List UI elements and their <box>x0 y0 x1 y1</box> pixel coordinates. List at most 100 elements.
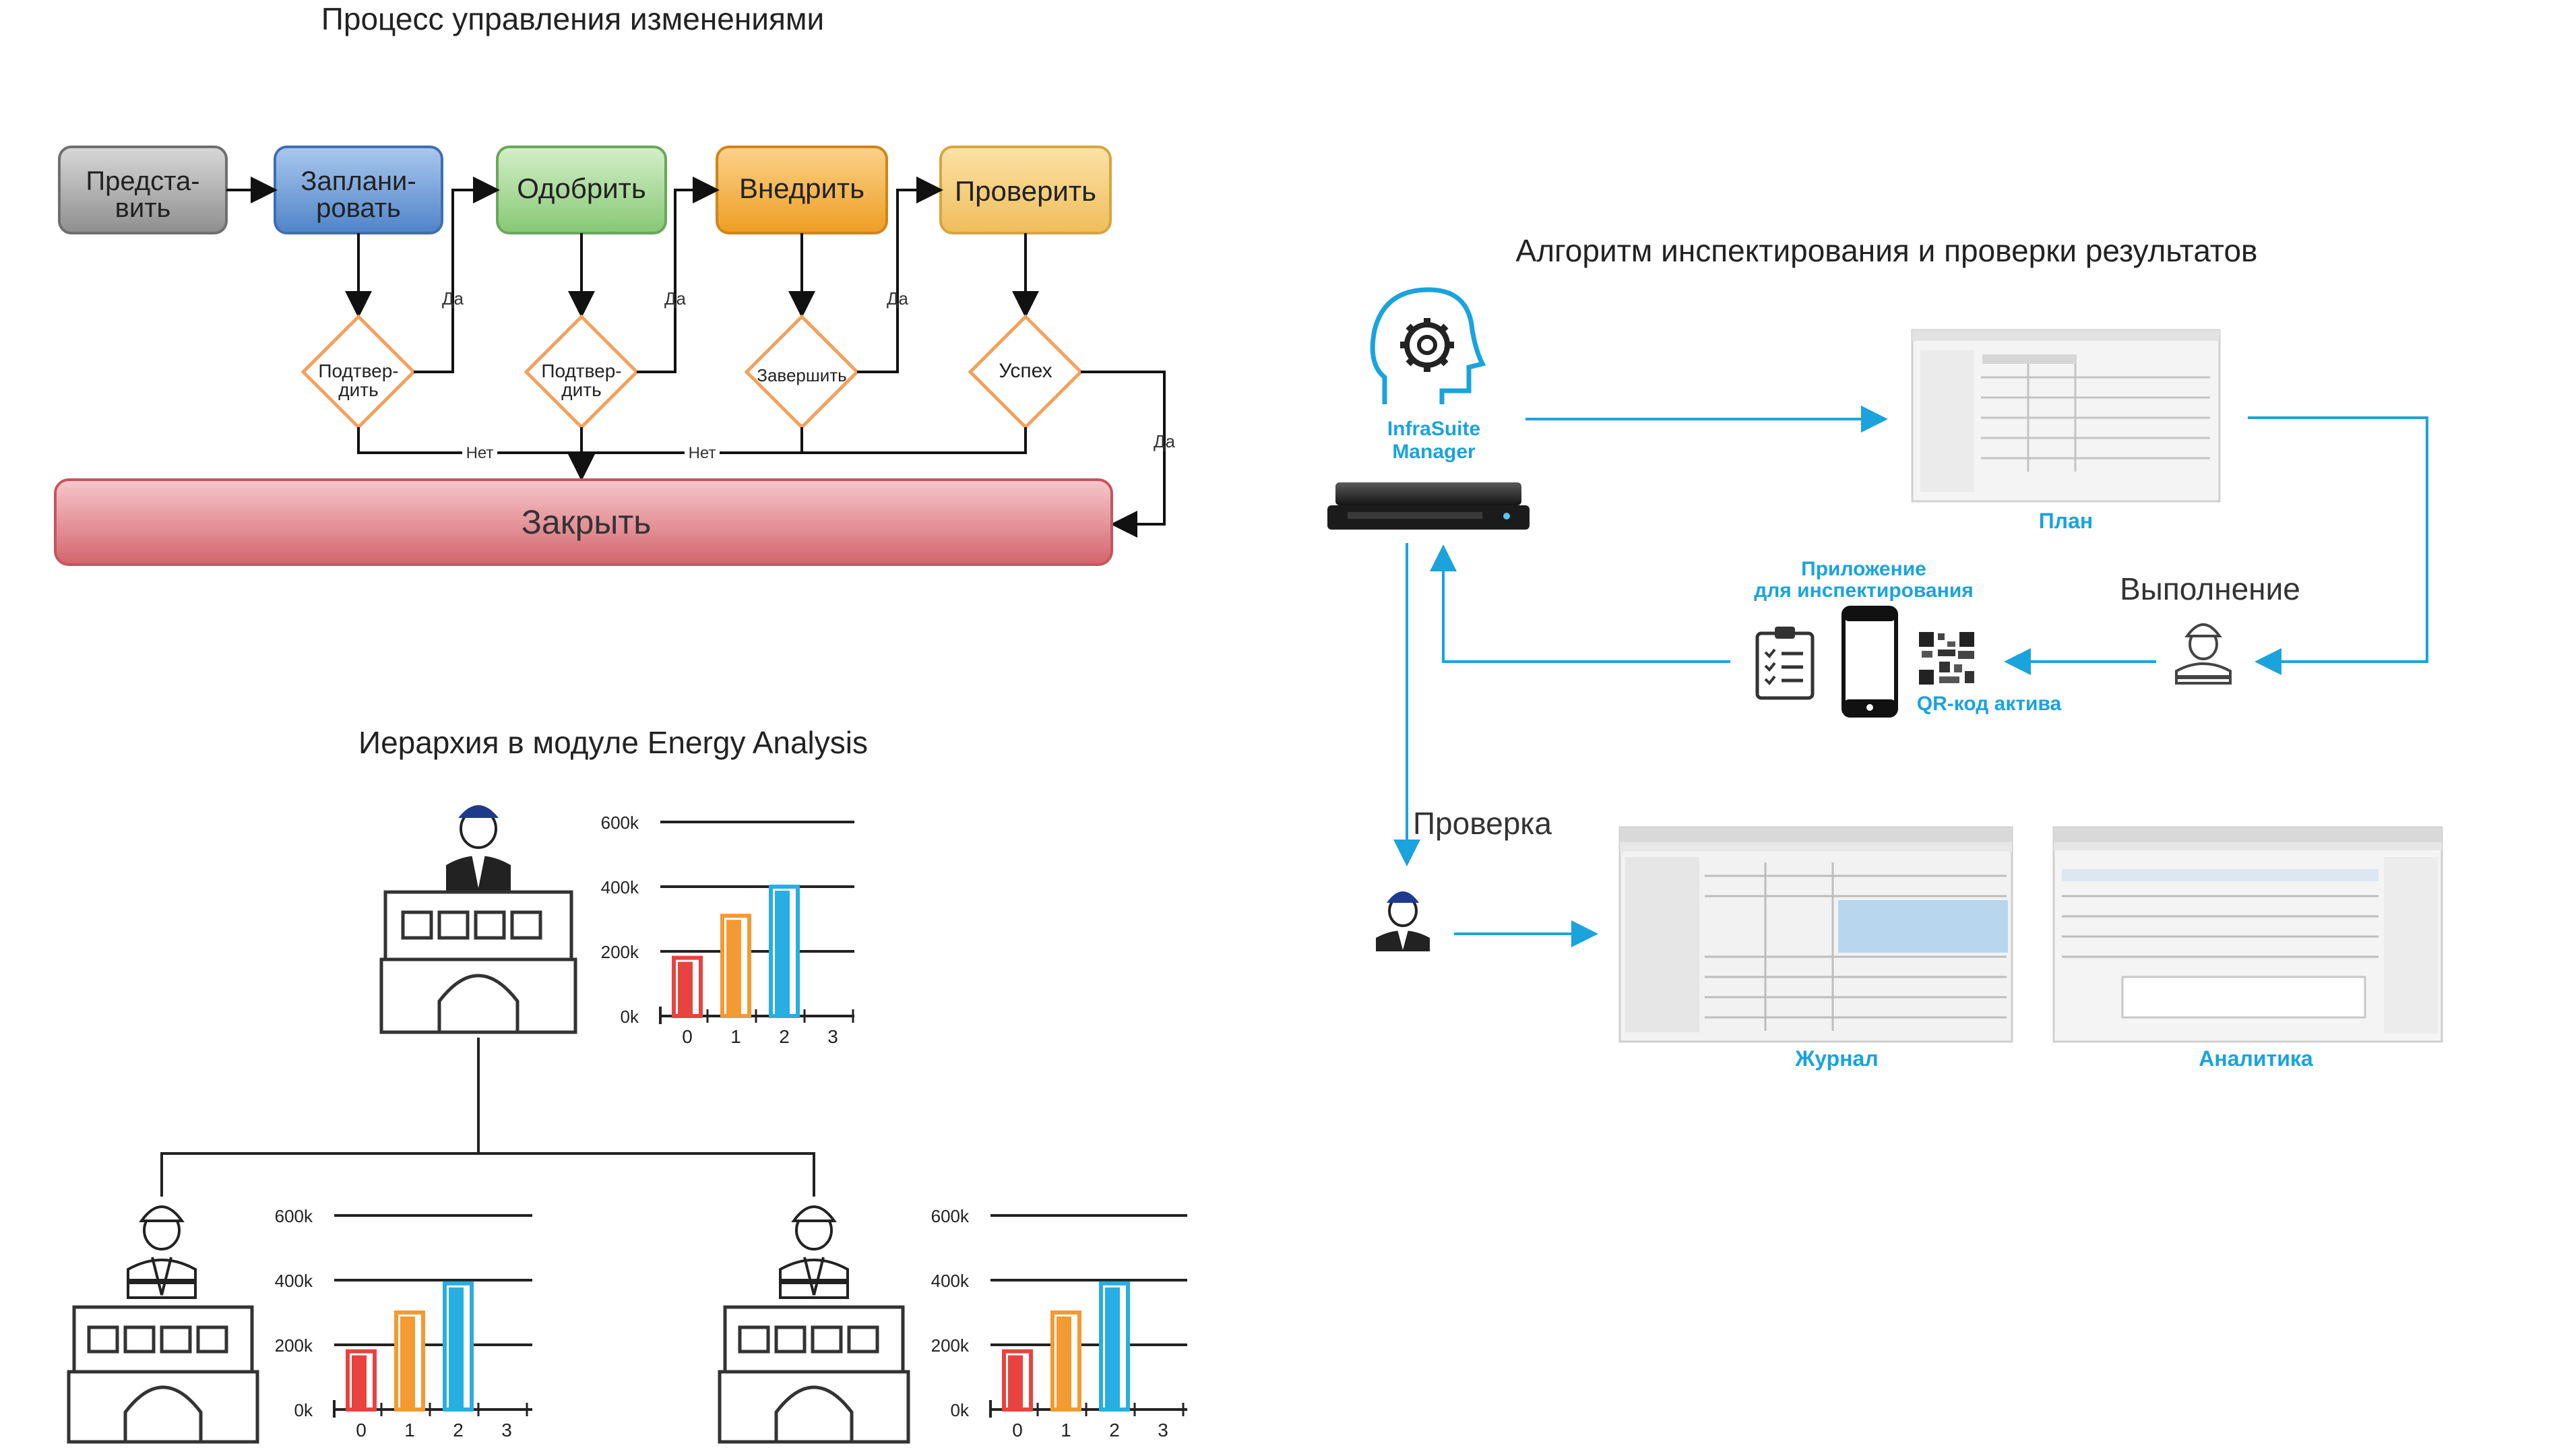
worker-icon <box>127 1205 197 1299</box>
step-implement-label: Внедрить <box>739 172 864 204</box>
head-gear-icon <box>1370 287 1486 404</box>
manager-label-2: Manager <box>1392 441 1476 463</box>
worker-icon <box>2175 623 2232 685</box>
bar-fill-0 <box>1008 1355 1023 1410</box>
manager-icon <box>446 805 511 891</box>
close-bar: Закрыть <box>54 478 1113 566</box>
decision-confirm-1-label-1: Подтвер- <box>318 360 398 381</box>
decision-success: Успех <box>968 314 1083 430</box>
decision-confirm-1-label-2: дить <box>338 379 378 400</box>
yes-arrow <box>637 177 720 373</box>
x-tick-label: 2 <box>453 1420 464 1441</box>
close-label: Закрыть <box>522 503 652 541</box>
y-tick-label: 0k <box>621 1007 639 1027</box>
decision-complete: Завершить <box>744 314 860 430</box>
building-icon-top <box>379 805 577 1034</box>
y-tick-label: 600k <box>931 1206 970 1226</box>
yes-label: Да <box>887 288 909 309</box>
y-tick-label: 0k <box>951 1400 970 1420</box>
y-tick-label: 400k <box>275 1271 313 1291</box>
bar-fill-2 <box>449 1287 464 1410</box>
decision-complete-label: Завершить <box>757 365 846 385</box>
yes-arrow <box>857 177 943 373</box>
bar-chart-top: 0k 200k 400k 600k 0 1 2 3 <box>601 813 854 1047</box>
app-label-1: Приложение <box>1801 558 1926 580</box>
checklist-icon <box>1755 627 1815 700</box>
bar-fill-2 <box>775 891 790 1016</box>
bar-fill-0 <box>352 1355 367 1410</box>
yes-label: Да <box>442 288 464 309</box>
no-label: Нет <box>689 444 716 462</box>
step-verify: Проверить <box>939 146 1112 234</box>
step-submit-label-1: Предста- <box>86 166 199 196</box>
step-verify-label: Проверить <box>955 175 1096 207</box>
journal-screenshot <box>1618 826 2013 1043</box>
x-tick-label: 2 <box>779 1026 790 1047</box>
plan-label: План <box>2039 509 2093 533</box>
decision-confirm-2-label-1: Подтвер- <box>541 360 621 381</box>
change-process-title: Процесс управления изменениями <box>321 1 824 36</box>
yes-label: Да <box>1154 431 1176 451</box>
flow-arrow <box>1430 544 1730 663</box>
decision-confirm-2: Подтвер- дить <box>524 314 639 430</box>
x-tick-label: 1 <box>1061 1420 1071 1441</box>
inspection-title: Алгоритм инспектирования и проверки резу… <box>1516 233 2258 268</box>
analytics-screenshot <box>2052 826 2443 1043</box>
verification-label: Проверка <box>1413 806 1552 841</box>
building-icon-right <box>718 1205 910 1444</box>
execution-label: Выполнение <box>2120 571 2300 606</box>
plan-screenshot <box>1911 329 2221 503</box>
x-tick-label: 0 <box>682 1026 693 1047</box>
x-tick-label: 1 <box>404 1420 415 1441</box>
manager-label-1: InfraSuite <box>1387 418 1480 440</box>
y-tick-label: 200k <box>601 942 639 962</box>
x-tick-label: 3 <box>1158 1420 1168 1441</box>
flow-arrow <box>2248 416 2428 675</box>
no-line <box>800 427 1027 454</box>
bar-fill-2 <box>1105 1287 1120 1410</box>
worker-icon <box>779 1205 849 1299</box>
y-tick-label: 0k <box>294 1400 313 1420</box>
step-implement: Внедрить <box>716 146 888 234</box>
x-tick-label: 2 <box>1109 1420 1120 1441</box>
y-tick-label: 400k <box>601 877 639 897</box>
y-tick-label: 600k <box>601 813 639 833</box>
decision-confirm-2-label-2: дить <box>561 379 601 400</box>
energy-title: Иерархия в модуле Energy Analysis <box>358 725 868 760</box>
x-tick-label: 1 <box>730 1026 741 1047</box>
step-approve: Одобрить <box>496 146 667 234</box>
yes-arrow <box>1081 371 1166 538</box>
energy-section: Иерархия в модуле Energy Analysis <box>67 725 1187 1444</box>
phone-icon <box>1841 606 1898 718</box>
manager-icon <box>1376 891 1430 951</box>
step-plan-label-1: Заплани- <box>301 166 416 196</box>
bar-fill-0 <box>678 961 693 1016</box>
analytics-label: Аналитика <box>2199 1046 2313 1071</box>
change-process-section: Процесс управления изменениями Предста- … <box>54 1 1176 566</box>
bar-fill-1 <box>400 1317 415 1410</box>
bar-chart-right: 0k 200k 400k 600k 0 1 2 3 <box>931 1206 1187 1441</box>
qr-label: QR-код актива <box>1917 693 2062 715</box>
step-plan: Заплани- ровать <box>274 146 443 234</box>
x-tick-label: 3 <box>827 1026 838 1047</box>
step-approve-label: Одобрить <box>517 172 646 204</box>
y-tick-label: 400k <box>931 1271 970 1291</box>
step-submit-label-2: вить <box>115 193 171 223</box>
building-icon-left <box>67 1205 259 1444</box>
step-submit: Предста- вить <box>58 146 228 234</box>
y-tick-label: 200k <box>931 1335 970 1356</box>
app-label-2: для инспектирования <box>1754 579 1974 602</box>
y-tick-label: 600k <box>275 1206 313 1226</box>
x-tick-label: 0 <box>356 1420 367 1441</box>
no-label: Нет <box>466 444 494 462</box>
step-plan-label-2: ровать <box>316 193 401 223</box>
yes-arrow <box>414 177 500 373</box>
no-line <box>357 427 581 454</box>
bar-fill-1 <box>726 920 741 1016</box>
y-tick-label: 200k <box>275 1335 313 1356</box>
server-icon <box>1327 482 1530 530</box>
decision-success-label: Успех <box>999 360 1052 382</box>
x-tick-label: 0 <box>1012 1420 1023 1441</box>
